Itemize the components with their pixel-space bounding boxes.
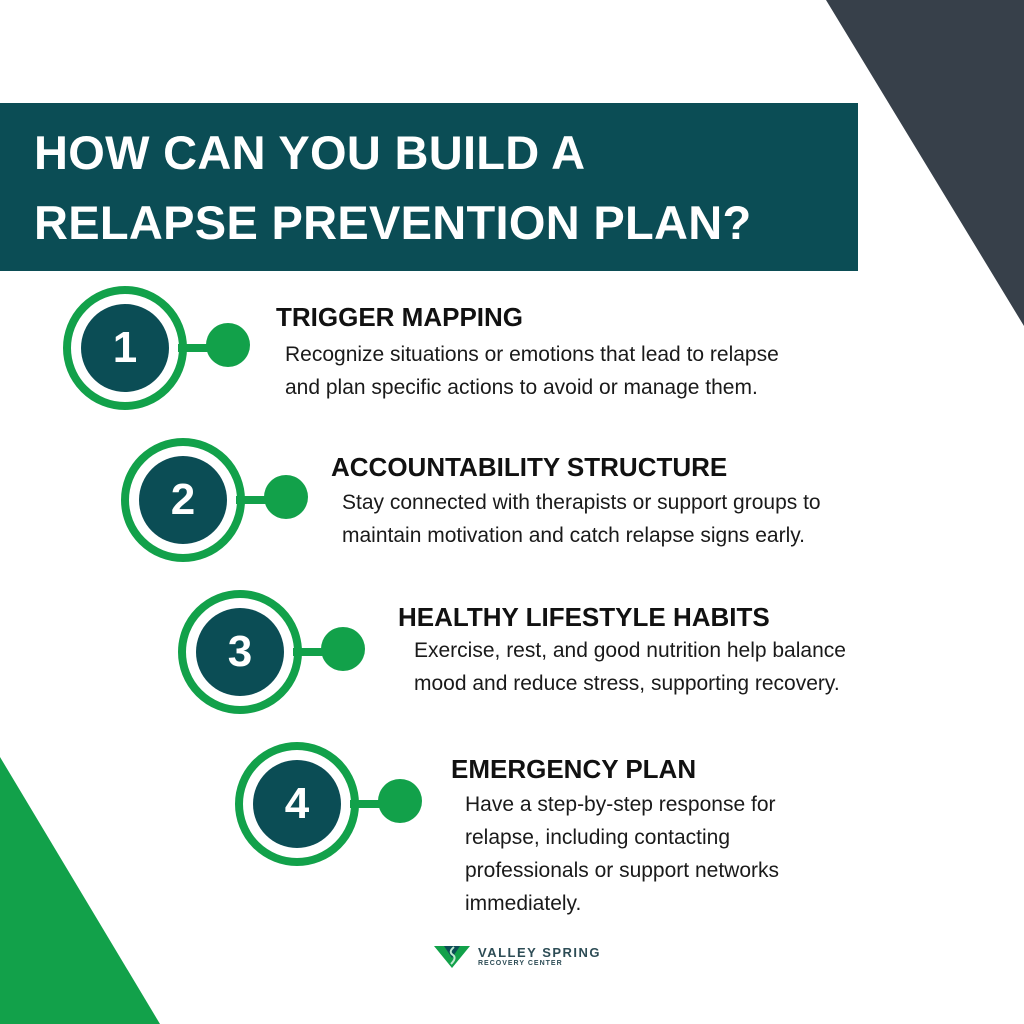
step-title: HEALTHY LIFESTYLE HABITS (398, 602, 770, 632)
step-description-line: Stay connected with therapists or suppor… (342, 491, 821, 514)
step-description: Recognize situations or emotions that le… (285, 338, 779, 404)
corner-triangle-bottom-left (0, 757, 160, 1024)
title-banner: HOW CAN YOU BUILD A RELAPSE PREVENTION P… (0, 103, 858, 271)
step-description-line: Have a step-by-step response for (465, 793, 776, 816)
step-description-line: professionals or support networks (465, 859, 779, 882)
step-description-line: maintain motivation and catch relapse si… (342, 524, 806, 547)
logo-name: VALLEY SPRING (478, 945, 602, 960)
step-title: EMERGENCY PLAN (451, 754, 697, 784)
corner-triangle-top-right (826, 0, 1024, 326)
step-description-line: and plan specific actions to avoid or ma… (285, 376, 758, 399)
step-badge-icon (178, 590, 365, 714)
step-number: 1 (112, 323, 138, 372)
step-description: Stay connected with therapists or suppor… (342, 486, 821, 552)
step-badge-icon (235, 742, 422, 866)
logo-tagline: RECOVERY CENTER (478, 960, 563, 967)
valley-spring-logo-icon (434, 946, 470, 968)
step-description: Have a step-by-step response for relapse,… (465, 788, 779, 920)
title-line-2: RELAPSE PREVENTION PLAN? (34, 196, 752, 249)
step-description-line: mood and reduce stress, supporting recov… (414, 672, 840, 695)
step-title: ACCOUNTABILITY STRUCTURE (331, 452, 728, 482)
step-description-line: Exercise, rest, and good nutrition help … (414, 639, 846, 662)
step-description-line: relapse, including contacting (465, 826, 731, 849)
step-number: 2 (170, 475, 196, 524)
step-description-line: Recognize situations or emotions that le… (285, 343, 779, 366)
step-description-line: immediately. (465, 892, 582, 915)
logo: VALLEY SPRING RECOVERY CENTER (434, 944, 601, 968)
step-badge-icon (121, 438, 308, 562)
step-number: 4 (284, 779, 310, 828)
step-number: 3 (227, 627, 253, 676)
step-badge-icon (63, 286, 250, 410)
step-description: Exercise, rest, and good nutrition help … (414, 634, 846, 700)
title-line-1: HOW CAN YOU BUILD A (34, 126, 586, 179)
step-title: TRIGGER MAPPING (276, 302, 524, 332)
